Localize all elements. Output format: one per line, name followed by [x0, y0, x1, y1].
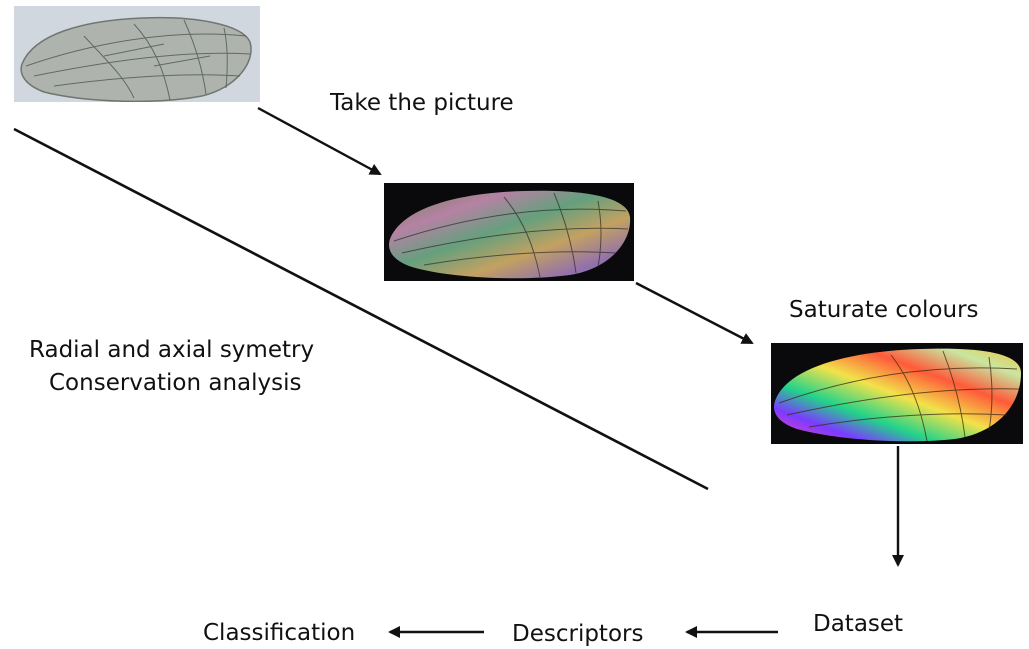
step-dataset-label: Dataset [813, 611, 904, 637]
step-take-picture-label: Take the picture [330, 90, 514, 116]
diagonal-separator-line [13, 127, 709, 491]
saturated-wing-photo [771, 343, 1023, 444]
side-note-line-1: Radial and axial symetry [29, 337, 315, 363]
arrow-iridescent-to-saturated [635, 281, 754, 345]
step-saturate-label: Saturate colours [789, 297, 979, 323]
side-note-line-2: Conservation analysis [49, 370, 302, 396]
raw-wing-photo [14, 6, 260, 102]
arrow-raw-to-iridescent [257, 106, 382, 176]
step-descriptors-label: Descriptors [512, 621, 644, 647]
iridescent-wing-photo [384, 183, 634, 281]
step-classification-label: Classification [203, 620, 356, 646]
